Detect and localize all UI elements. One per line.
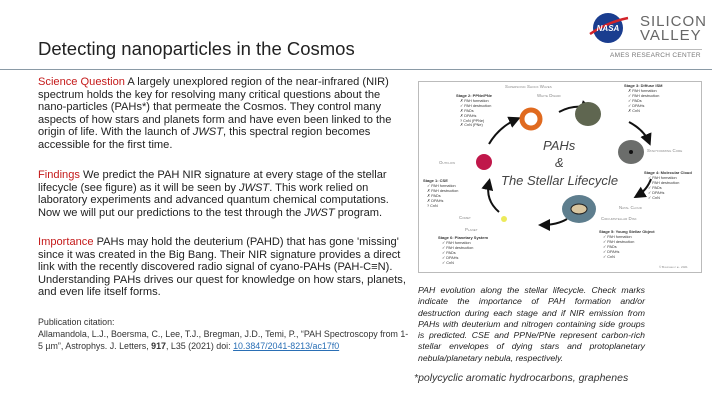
stage-item: ✓ PADs [628, 98, 642, 103]
stage-item: ✓ PAH formation [442, 240, 471, 245]
stage-item: ✓ PAH formation [427, 183, 456, 188]
lifecycle-graphics [476, 100, 652, 231]
findings-text: We predict the PAH NIR signature at ever… [38, 169, 387, 194]
citation-authors: Allamandola, L.J., Boersma, C., Lee, T.J… [38, 329, 409, 351]
arrow-1-2 [488, 116, 521, 145]
stage-1-list: Stage 1: CSE✓ PAH formation✗ PAH destruc… [423, 178, 459, 208]
stage-item: ✓ DPAHs [648, 190, 665, 195]
logo-silicon: SILICON [640, 13, 708, 30]
arrow-4-5 [633, 178, 652, 199]
stage-item: ✓ CnN [442, 260, 454, 265]
stage-item: ✓ PAH destruction [648, 180, 680, 185]
label-natal-cloud: Natal Cloud [619, 205, 642, 210]
planet-dot [501, 216, 507, 222]
slide-title: Detecting nanoparticles in the Cosmos [38, 38, 355, 59]
stage-item: ✗ DPAHs [427, 198, 444, 203]
svg-text:NASA: NASA [597, 24, 620, 33]
arrow-3-core [628, 121, 652, 146]
stage-item: ✓ DPAHs [628, 103, 645, 108]
stage-item: ✗ CnN (PNe) [460, 123, 483, 128]
jwst-em: JWST [304, 206, 335, 219]
citation-volume: 917 [151, 341, 166, 351]
citation-rest: , L35 (2021) doi: [165, 341, 234, 351]
stage-item: ✓ PADs [603, 244, 617, 249]
label-outflow: Outflow [439, 160, 456, 165]
findings-paragraph: Findings We predict the PAH NIR signatur… [38, 169, 410, 219]
label-planet: Planet [465, 227, 478, 232]
label-shock-waves: Supersonic Shock Waves [505, 84, 552, 89]
outflow-star [476, 154, 492, 170]
label-circumstellar-disk: Circumstellar Disk [601, 216, 637, 221]
stage-item: ✓ PADs [648, 185, 662, 190]
stage-item: ✓ PAH destruction [460, 103, 492, 108]
stage-4-list: Stage 4: Molecular Cloud✓ PAH formation✓… [644, 170, 692, 200]
science-question-tail: , this spectral region becomes accessibl… [38, 126, 371, 151]
stage-item: ✓ DPAHs [442, 255, 459, 260]
importance-paragraph: Importance PAHs may hold the deuterium (… [38, 236, 410, 299]
citation-text: Allamandola, L.J., Boersma, C., Lee, T.J… [38, 328, 410, 352]
stage-5-list: Stage 5: Young Stellar Object✓ PAH forma… [599, 229, 655, 259]
arrow-5-6 [538, 218, 568, 231]
stage-item: ? CnN [427, 203, 438, 208]
stage-item: ✗ CnN [628, 108, 640, 113]
stage-item: ✓ PADs [442, 250, 456, 255]
stage-item: ✗ PADs [460, 108, 474, 113]
jwst-em: JWST [239, 181, 270, 194]
stage-2-list: Stage 2: PPNe/PNe✗ PAH formation✓ PAH de… [456, 93, 493, 128]
findings-heading: Findings [38, 169, 80, 181]
stage-item: ✓ DPAHs [603, 249, 620, 254]
stage-item: ✗ DPAHs [460, 113, 477, 118]
figure-title-amp: & [555, 155, 564, 170]
label-white-dwarf: White Dwarf [537, 93, 562, 98]
logo-subtitle: AMES RESEARCH CENTER [610, 52, 701, 59]
diffuse-ism-blob [575, 102, 601, 126]
logo-divider [610, 49, 702, 50]
figure-caption: PAH evolution along the stellar lifecycl… [418, 285, 645, 363]
doi-link[interactable]: 10.3847/2041-8213/ac17f0 [233, 341, 340, 351]
white-dwarf-ring [519, 107, 543, 131]
importance-text: PAHs may hold the deuterium (PAHD) that … [38, 236, 406, 299]
figure-title-pahs: PAHs [543, 138, 576, 153]
figure-credit: © Boersma et al. 2021 [659, 265, 688, 269]
stage-item: ✓ CnN [603, 254, 615, 259]
stage-item: ✗ PADs [427, 193, 441, 198]
stage-item: ✗ PAH destruction [427, 188, 459, 193]
footnote: *polycyclic aromatic hydrocarbons, graph… [414, 372, 629, 384]
stage-item: ✓ PAH formation [603, 234, 632, 239]
stage-6-list: Stage 6: Planetary System✓ PAH formation… [438, 235, 489, 265]
nasa-silicon-valley-logo: NASA SILICON VALLEY AMES RESEARCH CENTER [588, 10, 708, 66]
nasa-meatball-icon: NASA [589, 13, 629, 43]
figure-title-lifecycle: The Stellar Lifecycle [501, 173, 619, 188]
findings-text-2: . This work relied on laboratory experim… [38, 181, 389, 219]
stage-item: ✗ PAH formation [460, 98, 489, 103]
label-comet: Comet [459, 215, 471, 220]
arrow-6-1 [481, 178, 500, 213]
science-question-paragraph: Science Question A largely unexplored re… [38, 76, 410, 152]
importance-heading: Importance [38, 236, 94, 248]
stage-item: ✓ CnN [648, 195, 660, 200]
stellar-lifecycle-figure: Supersonic Shock Waves White Dwarf Star-… [418, 81, 702, 273]
stage-item: ? CnN (PPNe) [460, 118, 485, 123]
stage-item: ✓ PAH formation [648, 175, 677, 180]
findings-tail: program. [334, 206, 383, 219]
science-question-heading: Science Question [38, 76, 125, 88]
stage-item: ✓ PAH destruction [628, 93, 660, 98]
logo-valley: VALLEY [640, 27, 702, 44]
science-question-text: A largely unexplored region of the near-… [38, 76, 392, 139]
stage-3-list: Stage 3: Diffuse ISM✗ PAH formation✓ PAH… [624, 83, 663, 113]
jwst-em: JWST [192, 126, 223, 139]
title-divider [0, 69, 712, 70]
label-star-forming-core: Star-forming Core [647, 148, 683, 153]
citation-label: Publication citation: [38, 317, 115, 327]
stage-item: ✓ PAH destruction [603, 239, 635, 244]
stage-item: ✓ PAH destruction [442, 245, 474, 250]
stage-item: ✗ PAH formation [628, 88, 657, 93]
